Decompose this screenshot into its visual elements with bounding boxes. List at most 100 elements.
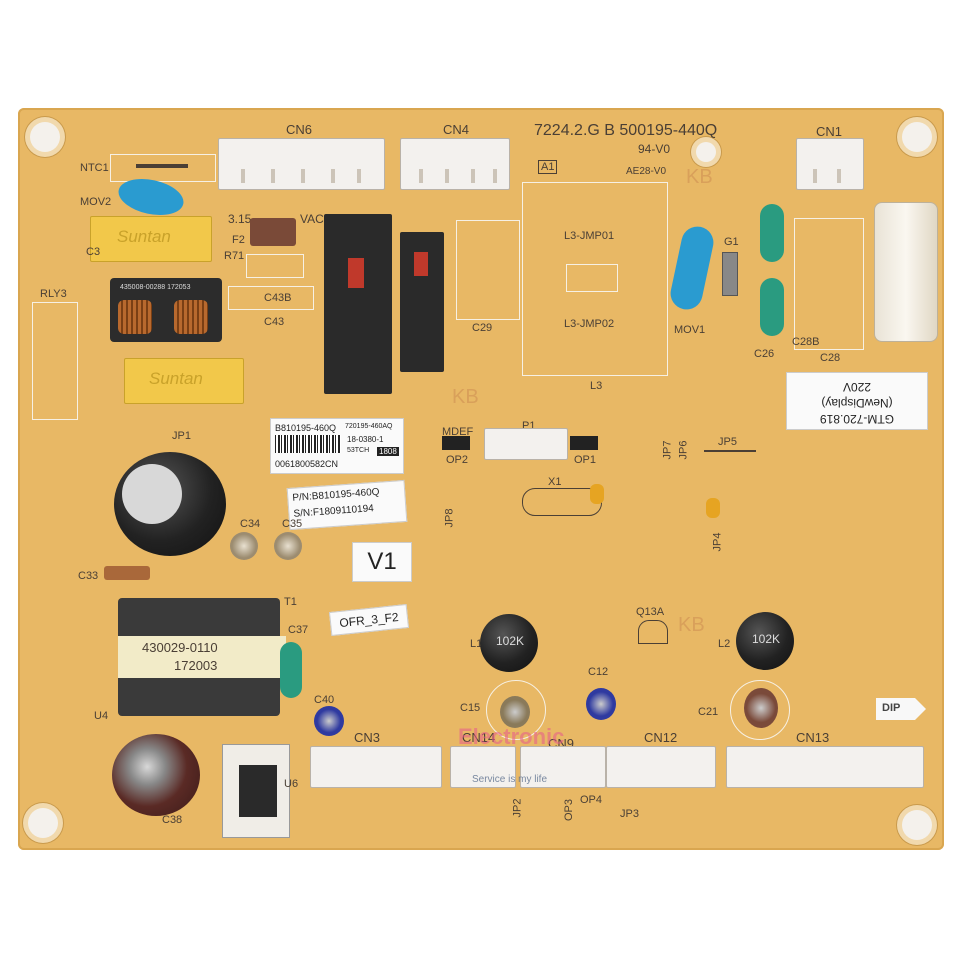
connector-cn6 — [218, 138, 385, 190]
power-relay-large — [324, 214, 392, 394]
inductor-l2 — [736, 612, 794, 670]
choke-part-label: 435008-00288 172053 — [120, 284, 191, 291]
q13a-label: Q13A — [636, 606, 665, 618]
barcode-left-text: B810195-460Q — [275, 423, 337, 433]
connector-cn13 — [726, 746, 924, 788]
c29-outline — [456, 220, 520, 320]
r71-outline — [246, 254, 304, 278]
c33-label: C33 — [78, 570, 99, 582]
cn6-label: CN6 — [286, 122, 313, 137]
jp4-label: JP4 — [711, 532, 724, 552]
model-sticker-line1: GTM-720.819 — [819, 412, 895, 426]
cn1-label: CN1 — [816, 124, 843, 139]
transformer-label-line1: 430029-0110 — [142, 640, 218, 655]
c43b-label: C43B — [264, 292, 292, 304]
barcode-line3: 53TCH — [347, 447, 370, 454]
relay-terminal — [348, 258, 364, 288]
connector-cn12 — [606, 746, 716, 788]
jp7-label: JP7 — [661, 440, 674, 460]
mov1-label: MOV1 — [674, 324, 706, 336]
ul-mark: AE28-V0 — [626, 166, 667, 177]
jp5-line — [704, 450, 756, 452]
bulk-capacitor-top — [122, 464, 182, 524]
kb-mark-2: KB — [678, 614, 705, 636]
op2-label: OP2 — [446, 454, 469, 466]
capacitor-c40 — [314, 706, 344, 736]
c21-label: C21 — [698, 706, 719, 718]
r71-label: R71 — [224, 250, 245, 262]
heatsink-u6 — [222, 744, 290, 838]
l3-jmp02-label: L3-JMP02 — [564, 318, 615, 330]
crystal-x1 — [590, 484, 604, 504]
connector-p1 — [484, 428, 568, 460]
choke-coil-right — [174, 300, 208, 334]
c28-label: C28 — [820, 352, 841, 364]
c28b-label: C28B — [792, 336, 820, 348]
f2-label: F2 — [232, 234, 245, 246]
jp6-label: JP6 — [677, 440, 690, 460]
header-op2 — [442, 436, 470, 450]
barcode-right-text: 720195-460AQ — [345, 423, 393, 430]
y-capacitor-c26 — [760, 278, 784, 336]
gas-discharge-g1 — [722, 252, 738, 296]
jp2-label: JP2 — [511, 798, 524, 818]
barcode-badge: 1808 — [377, 447, 399, 456]
capacitor-c34 — [230, 532, 258, 560]
pn-sn-sticker: P/N:B810195-460Q S/N:F1809110194 — [286, 479, 408, 531]
y-capacitor-c27 — [760, 204, 784, 262]
ntc1-body — [136, 164, 188, 168]
ceramic-fuse — [874, 202, 938, 342]
cn14-label: CN14 — [462, 730, 496, 745]
vac-label: VAC — [300, 212, 324, 226]
jp5-label: JP5 — [718, 436, 737, 448]
power-relay-small — [400, 232, 444, 372]
c15-outline — [486, 680, 546, 740]
crystal-jp4 — [706, 498, 720, 518]
barcode-bottom-text: 0061800582CN — [275, 459, 339, 469]
x1-label: X1 — [548, 476, 562, 488]
c21-outline — [730, 680, 790, 740]
barcode-line2: 18-0380-1 — [347, 435, 384, 444]
kb-mark-1: KB — [452, 386, 479, 408]
cn12-label: CN12 — [644, 730, 678, 745]
header-op1 — [570, 436, 598, 450]
mounting-hole-bottom-right — [902, 810, 932, 840]
cn3-label: CN3 — [354, 730, 381, 745]
c35-label: C35 — [282, 518, 303, 530]
y-capacitor-c37 — [280, 642, 302, 698]
op1-label: OP1 — [574, 454, 597, 466]
pcb-board: 7224.2.G B 500195-440Q 94-V0 A1 AE28-V0 … — [18, 108, 944, 850]
connector-cn9 — [520, 746, 606, 788]
barcode-bars — [275, 435, 341, 453]
transformer-t1: 430029-0110 172003 — [118, 598, 286, 716]
fuse-f2 — [250, 218, 296, 246]
mounting-hole-mid-right — [696, 142, 716, 162]
regulator-body — [239, 765, 277, 817]
ofr-sticker: OFR_3_F2 — [328, 603, 410, 637]
op4-label: OP4 — [580, 794, 603, 806]
barcode-sticker: B810195-460Q 720195-460AQ 18-0380-1 53TC… — [270, 418, 404, 474]
mounting-hole-top-right — [902, 122, 932, 152]
c43b-outline — [228, 286, 314, 310]
fuse-rating-label: 3.15 — [228, 212, 252, 226]
c26-label: C26 — [754, 348, 775, 360]
model-sticker-line3: 220V — [842, 380, 872, 394]
jp1-label: JP1 — [172, 430, 191, 442]
dip-arrow — [876, 698, 926, 720]
cap-brand-label-bottom: Suntan — [149, 369, 203, 388]
capacitor-c35 — [274, 532, 302, 560]
jp8-label: JP8 — [443, 508, 456, 528]
q13a-outline — [638, 620, 668, 644]
cn4-label: CN4 — [443, 122, 470, 137]
capacitor-c21 — [744, 688, 778, 728]
l3-label: L3 — [590, 380, 603, 392]
c43-label: C43 — [264, 316, 285, 328]
transformer-label-line2: 172003 — [174, 658, 218, 673]
c12-label: C12 — [588, 666, 609, 678]
rly3-label: RLY3 — [40, 288, 67, 300]
ntc1-label: NTC1 — [80, 162, 109, 174]
l2-label: L2 — [718, 638, 731, 650]
mdef-label: MDEF — [442, 426, 474, 438]
connector-cn14 — [450, 746, 516, 788]
model-sticker-line2: (NewDisplay) — [821, 396, 893, 410]
